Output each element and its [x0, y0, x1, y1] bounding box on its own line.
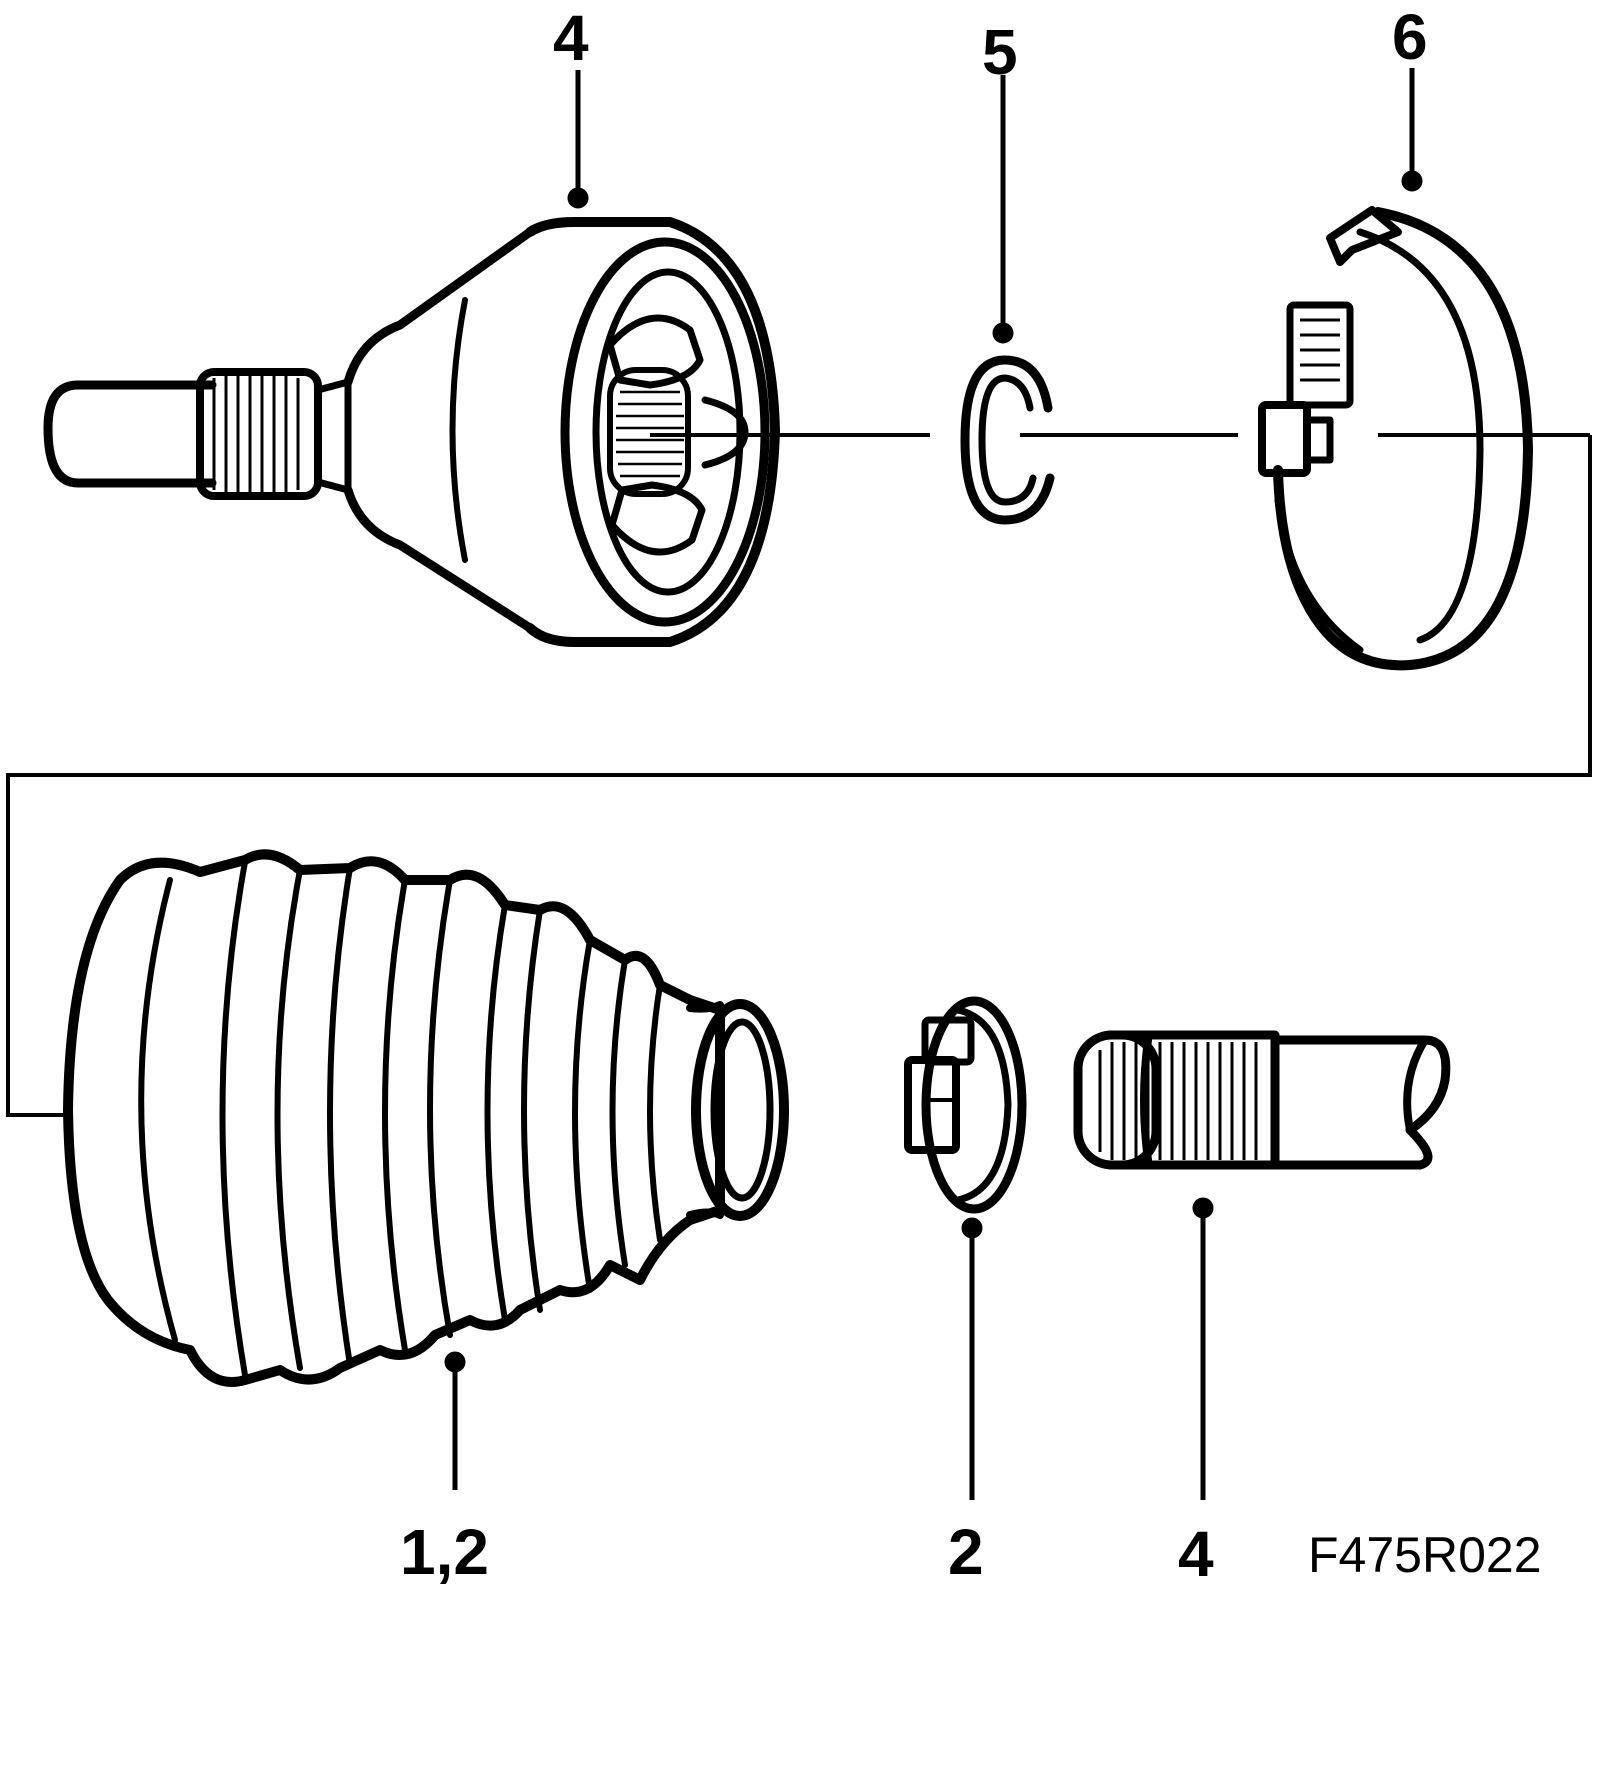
callout-circlip: 5	[982, 16, 1018, 88]
callout-boot: 1,2	[400, 1516, 489, 1588]
callout-cv-joint: 4	[553, 2, 589, 74]
callout-shaft: 4	[1178, 1518, 1214, 1590]
callout-clamp-large: 6	[1392, 1, 1428, 73]
boot	[63, 849, 789, 1387]
callout-clamp-small: 2	[948, 1516, 984, 1588]
cv-joint-outer	[43, 217, 780, 647]
leader-lines	[6, 68, 1592, 1500]
clamp-small	[904, 996, 1027, 1214]
circlip	[960, 355, 1055, 525]
drive-shaft	[1073, 1030, 1451, 1170]
clamp-large	[1258, 206, 1533, 671]
figure-code: F475R022	[1308, 1527, 1542, 1583]
